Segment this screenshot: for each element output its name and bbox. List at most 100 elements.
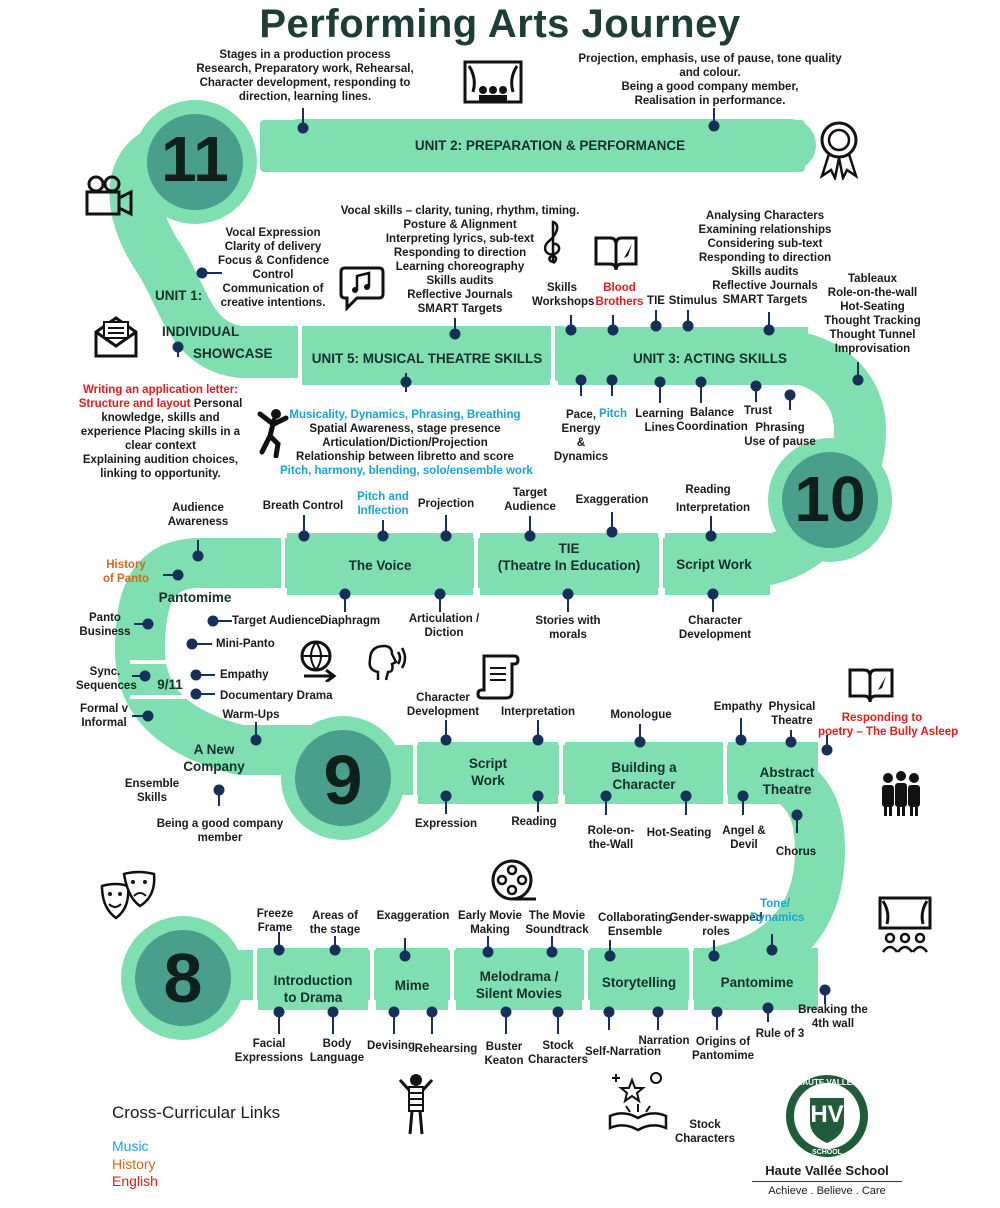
unit3-pace: Pace,Energy &Dynamics <box>553 409 609 463</box>
mime-devising: Devising <box>367 1040 415 1052</box>
legend-history: History <box>112 1156 156 1172</box>
school-motto: Achieve . Believe . Care <box>768 1185 886 1197</box>
unit5-upper-notes: Vocal skills – clarity, tuning, rhythm, … <box>340 205 580 315</box>
stage-audience-icon <box>878 896 932 953</box>
topic-melodrama: Melodrama /Silent Movies <box>475 969 563 1001</box>
mime-figure-icon <box>398 1074 434 1135</box>
unit2-right-notes: Projection, emphasis, use of pause, tone… <box>578 53 842 107</box>
building-monologue: Monologue <box>610 709 672 721</box>
nine-eleven-empathy: Empathy <box>220 669 269 681</box>
film-reel-icon <box>491 859 536 901</box>
dancer-icon <box>257 409 289 458</box>
panto-rule-of-3: Rule of 3 <box>755 1028 805 1040</box>
voice-articulation: Articulation /Diction <box>408 613 480 639</box>
book-quill-icon-2 <box>848 668 894 703</box>
topic-tie: TIE(Theatre In Education) <box>497 541 641 573</box>
voice-diaphragm: Diaphragm <box>320 615 381 627</box>
scroll-icon <box>476 654 520 700</box>
globe-icon <box>300 640 337 682</box>
abstract-angel-devil: Angel &Devil <box>722 825 766 851</box>
theatre-masks-icon <box>100 870 156 920</box>
script-y9-reading: Reading <box>511 816 557 828</box>
book-quill-icon <box>594 236 638 271</box>
topic-the-voice: The Voice <box>348 558 412 573</box>
theatre-audience-icon <box>463 60 523 104</box>
speech-music-icon <box>339 266 385 312</box>
building-hot-seating: Hot-Seating <box>646 827 712 839</box>
unit1-label-b: INDIVIDUAL <box>162 324 240 339</box>
unit3-pitch: Pitch <box>598 408 628 420</box>
company-warmups: Warm-Ups <box>222 709 280 721</box>
script-y9-interpretation: Interpretation <box>500 706 576 718</box>
year-11-number: 11 <box>161 123 229 195</box>
topic-mime: Mime <box>394 978 430 993</box>
voice-projection: Projection <box>417 498 475 510</box>
year-10-number: 10 <box>794 463 866 535</box>
group-people-icon <box>882 771 920 816</box>
nine-eleven-sync: Sync.Sequences <box>76 666 137 692</box>
script-interpretation: Interpretation <box>675 502 751 514</box>
video-camera-icon <box>85 175 133 217</box>
voice-breath-control: Breath Control <box>262 500 344 512</box>
topic-pantomime-y10: Pantomime <box>158 590 232 605</box>
unit3-trust: Trust <box>743 405 773 417</box>
topic-pantomime-y8: Pantomime <box>720 975 794 990</box>
mime-exaggeration: Exaggeration <box>376 910 450 922</box>
letter-envelope-icon <box>94 316 138 358</box>
badge-letters: HV <box>810 1101 844 1128</box>
topic-nine-eleven: 9/11 <box>157 677 183 692</box>
unit5-label: UNIT 5: MUSICAL THEATRE SKILLS <box>311 351 543 366</box>
storybook-icon <box>608 1072 668 1132</box>
building-role-wall: Role-on-the-Wall <box>587 825 635 851</box>
abstract-chorus: Chorus <box>775 846 817 858</box>
script-y9-expression: Expression <box>415 818 477 830</box>
year-9-number: 9 <box>323 741 363 819</box>
rosette-award-icon <box>819 121 859 180</box>
topic-script-work: Script Work <box>676 557 752 572</box>
topic-storytelling: Storytelling <box>601 975 677 990</box>
legend-english: English <box>112 1173 158 1189</box>
school-name: Haute Vallée School <box>765 1163 889 1178</box>
story-self-narration: Self-Narration <box>584 1046 662 1058</box>
school-divider <box>752 1181 902 1182</box>
panto-tone-dynamics: Tone/Dynamics <box>750 898 805 924</box>
abstract-empathy: Empathy <box>713 701 763 713</box>
story-narration: Narration <box>638 1035 690 1047</box>
mime-rehearsing: Rehearsing <box>414 1043 478 1055</box>
speaking-head-icon <box>368 644 407 681</box>
panto-mini-panto: Mini-Panto <box>216 638 275 650</box>
unit3-label: UNIT 3: ACTING SKILLS <box>633 351 787 366</box>
script-reading: Reading <box>685 484 731 496</box>
